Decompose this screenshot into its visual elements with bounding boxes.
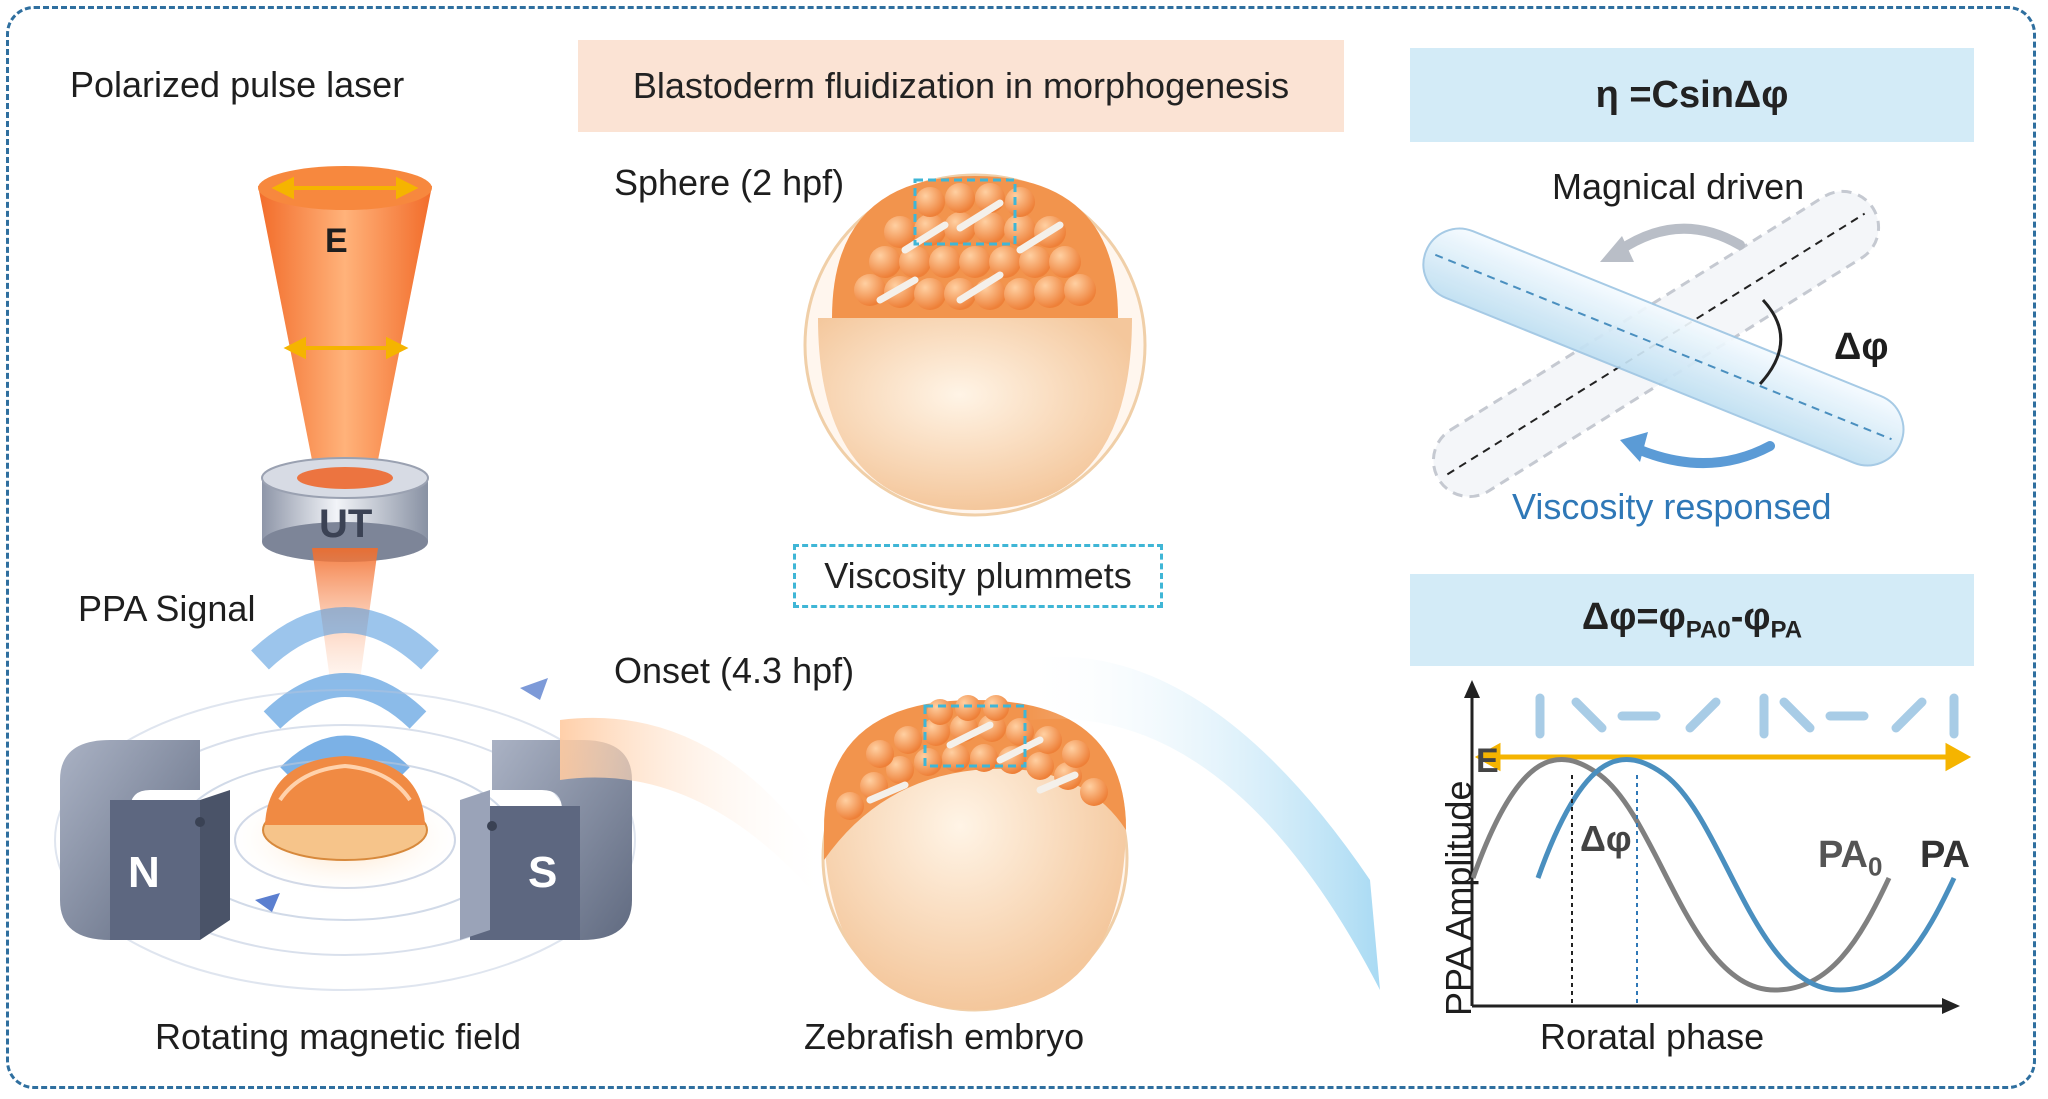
viscosity-arrow-head — [1620, 432, 1648, 462]
sample-dish — [262, 756, 428, 861]
ut-label: UT — [319, 502, 373, 546]
polarization-arrow-top — [271, 176, 419, 200]
y-axis-arrow — [1464, 680, 1480, 698]
laser-title: Polarized pulse laser — [70, 64, 405, 105]
magnetic-arrow-head — [1600, 236, 1634, 262]
formula-1-text: η =CsinΔφ — [1596, 74, 1789, 117]
south-label: S — [528, 848, 558, 897]
rod-orientation-sequence — [1535, 693, 1959, 739]
ppa-signal-label: PPA Signal — [78, 588, 256, 629]
formula-2-lhs: Δφ=φ — [1581, 595, 1686, 638]
pa0-label-main: PA — [1818, 834, 1868, 876]
formula-banner-1: η =CsinΔφ — [1410, 48, 1974, 142]
middle-caption: Zebrafish embryo — [804, 1016, 1085, 1057]
embryo-sphere — [803, 173, 1147, 517]
field-arrow-lower — [255, 893, 280, 912]
formula-1-delta: Δφ — [1733, 73, 1789, 116]
stage-onset-label: Onset (4.3 hpf) — [614, 650, 855, 691]
pa-label: PA — [1920, 834, 1970, 876]
pa-curve — [1535, 756, 1957, 993]
pa0-label: PA0 — [1818, 834, 1882, 883]
embryo-onset — [821, 695, 1129, 1012]
formula-2-minus: -φ — [1730, 595, 1771, 638]
pa0-label-sub: 0 — [1867, 851, 1883, 882]
magnetic-rotation-arrow — [1615, 223, 1745, 255]
laser-beam — [258, 186, 432, 460]
south-magnet — [460, 740, 632, 940]
rod-delta-phi-label: Δφ — [1834, 326, 1889, 368]
viscosity-responsed-label: Viscosity responsed — [1512, 486, 1832, 527]
pa0-curve — [1470, 756, 1892, 993]
sphere-cells — [854, 183, 1096, 310]
blue-light-stream — [1020, 656, 1380, 990]
viscosity-plummets-box: Viscosity plummets — [793, 544, 1163, 608]
formula-2-sub-pa0: PA0 — [1685, 616, 1731, 644]
orange-light-stream — [560, 717, 830, 900]
formula-banner-2: Δφ=φPA0-φPA — [1410, 574, 1974, 666]
plot-e-label: E — [1476, 742, 1499, 780]
left-caption: Rotating magnetic field — [155, 1016, 522, 1057]
solid-rod — [1422, 227, 1905, 467]
onset-zoom-box — [923, 704, 1027, 768]
north-magnet — [60, 740, 230, 940]
viscosity-rotation-arrow — [1635, 441, 1775, 468]
polarization-arrow-mid — [283, 336, 409, 360]
magnetic-driven-label: Magnical driven — [1552, 166, 1805, 207]
sphere-zoom-box — [913, 178, 1017, 246]
plot-y-axis-label: PPA Amplitude — [1438, 780, 1479, 1016]
onset-rods — [866, 721, 1079, 804]
e-field-label: E — [325, 222, 348, 260]
field-arrow-upper — [520, 678, 548, 700]
e-field-arrow — [1474, 742, 1972, 772]
middle-banner: Blastoderm fluidization in morphogenesis — [578, 40, 1344, 132]
formula-2-text: Δφ=φPA0-φPA — [1582, 596, 1802, 645]
ut-transducer — [261, 457, 429, 562]
plot-delta-phi-label: Δφ — [1580, 818, 1632, 859]
formula-1-prefix: η =Csin — [1595, 73, 1734, 116]
plot-x-axis-label: Roratal phase — [1540, 1016, 1765, 1057]
stage-sphere-label: Sphere (2 hpf) — [614, 162, 845, 203]
viscosity-plummets-text: Viscosity plummets — [824, 555, 1132, 596]
sphere-rods — [876, 199, 1064, 304]
north-label: N — [128, 848, 160, 897]
formula-2-sub-pa: PA — [1770, 616, 1803, 644]
middle-banner-text: Blastoderm fluidization in morphogenesis — [632, 65, 1290, 106]
outer-dashed-frame — [6, 6, 2036, 1089]
x-axis-arrow — [1942, 998, 1960, 1014]
delta-phi-arc — [1758, 298, 1783, 386]
